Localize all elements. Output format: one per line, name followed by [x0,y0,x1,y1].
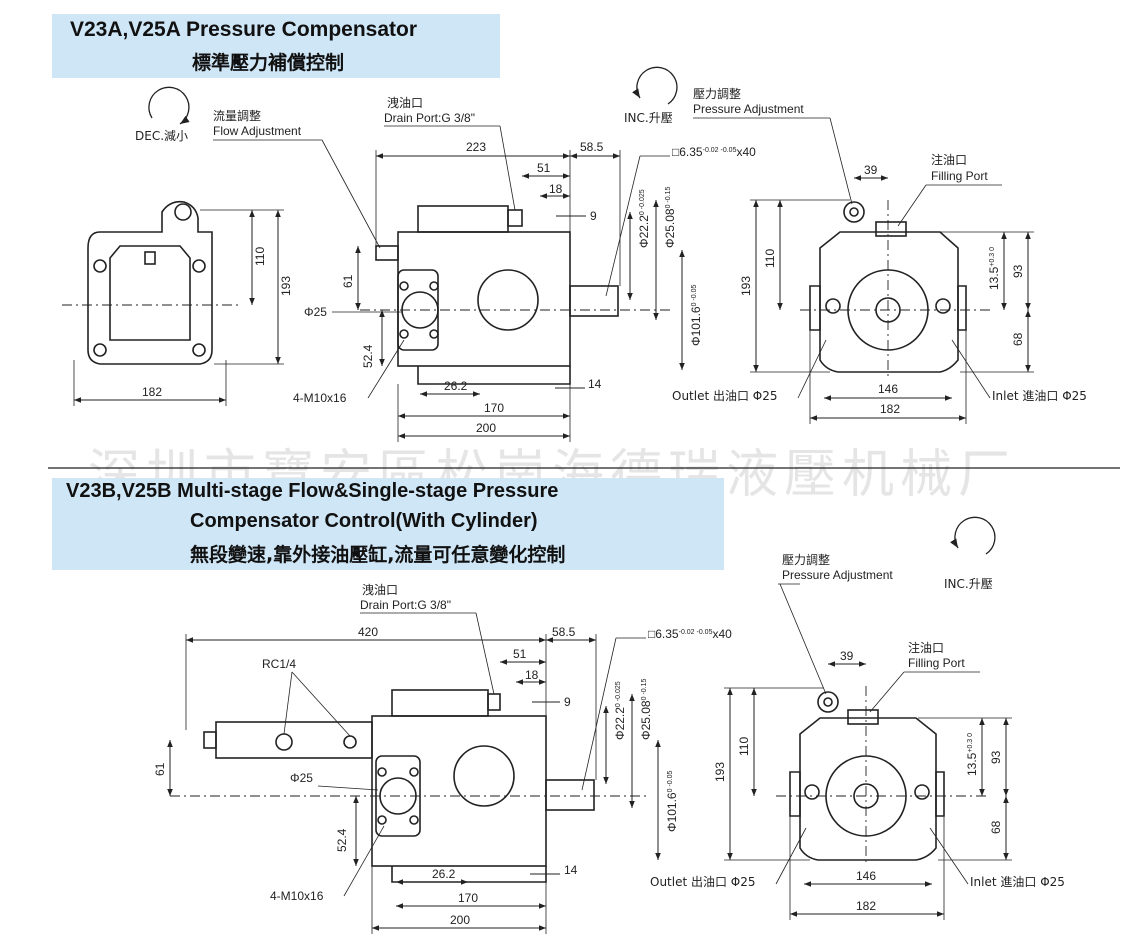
pressure-adj-zh-bottom: 壓力調整 [782,552,830,567]
dim-110-left: 110 [253,247,267,266]
dec-rotation-icon [148,86,190,125]
flow-adj-en: Flow Adjustment [213,124,302,138]
drain-en-bottom: Drain Port:G 3/8" [360,598,451,612]
outlet-label-bottom: Outlet 出油口 Φ25 [650,875,756,889]
bottom-title-line2: Compensator Control(With Cylinder) [190,510,538,532]
inc-rotation-icon-bottom [950,516,996,555]
flow-adj-zh: 流量調整 [213,108,261,123]
dim-58-5-bottom: 58.5 [552,625,576,639]
top-title-box: V23A,V25A Pressure Compensator 標準壓力補償控制 [52,14,500,78]
dim-52-4-bottom: 52.4 [335,828,349,852]
dim-18: 18 [549,182,563,196]
filling-zh-bottom: 注油口 [908,640,944,655]
dim-146-top: 146 [878,382,898,396]
bottom-title-line3: 無段變速,靠外接油壓缸,流量可任意變化控制 [190,544,566,566]
outlet-label-top: Outlet 出油口 Φ25 [672,389,778,403]
dim-bolts-bottom: 4-M10x16 [270,889,324,903]
drain-zh-bottom: 洩油口 [362,583,398,597]
dim-61: 61 [341,274,355,288]
key-size-bottom: □6.35-0.02 -0.05x40 [648,627,732,641]
dim-193-bottom: 193 [713,762,727,782]
pressure-adj-en-top: Pressure Adjustment [693,102,804,116]
dim-68-top: 68 [1011,332,1025,346]
dim-phi101-6-bottom: Φ101.60 -0.05 [665,770,679,832]
pressure-adj-en-bottom: Pressure Adjustment [782,568,893,582]
dim-200: 200 [476,421,496,435]
dim-170: 170 [484,401,504,415]
top-side-view [375,205,619,385]
dim-146-bottom: 146 [856,869,876,883]
dim-13-5-bottom: 13.5+0.3 0 [965,733,979,776]
dim-phi25-08-bottom: Φ25.080 -0.15 [639,678,653,740]
dim-26-2-bottom: 26.2 [432,867,456,881]
dim-182-right: 182 [880,402,900,416]
bottom-title-line1: V23B,V25B Multi-stage Flow&Single-stage … [66,480,559,502]
dim-170-bottom: 170 [458,891,478,905]
dim-193-left: 193 [279,276,293,296]
dim-61-bottom: 61 [153,762,167,776]
dim-200-bottom: 200 [450,913,470,927]
filling-en-bottom: Filling Port [908,656,965,670]
dim-phi22-2: Φ22.20 -0.025 [637,189,651,248]
inlet-label-top: Inlet 進油口 Φ25 [992,389,1087,403]
dim-52-4: 52.4 [361,344,375,368]
dim-193-right: 193 [739,276,753,296]
dim-51: 51 [537,161,551,175]
drain-zh-top: 洩油口 [387,96,423,110]
inc-label-bottom: INC.升壓 [944,577,993,591]
dim-phi101-6: Φ101.60 -0.05 [689,284,703,346]
pressure-adj-zh-top: 壓力調整 [693,86,741,101]
filling-en-top: Filling Port [931,169,988,183]
dim-bolts: 4-M10x16 [293,391,347,405]
bottom-rear-view [789,691,945,861]
dim-phi25: Φ25 [304,305,327,319]
bottom-title-box: V23B,V25B Multi-stage Flow&Single-stage … [52,478,724,570]
top-front-view [87,200,213,365]
dim-26-2: 26.2 [444,379,468,393]
dim-182-bottom: 182 [856,899,876,913]
dim-93-top: 93 [1011,264,1025,278]
dim-14: 14 [588,377,602,391]
dim-223: 223 [466,140,486,154]
inc-label-top: INC.升壓 [624,111,673,125]
dim-58-5: 58.5 [580,140,604,154]
top-title-en: V23A,V25A Pressure Compensator [70,18,418,41]
dim-13-5-top: 13.5+0.3 0 [987,247,1001,290]
dim-phi25-08: Φ25.080 -0.15 [663,186,677,248]
dim-51-bottom: 51 [513,647,527,661]
dim-39-bottom: 39 [840,649,854,663]
dim-14-bottom: 14 [564,863,578,877]
inlet-label-bottom: Inlet 進油口 Φ25 [970,875,1065,889]
dim-420: 420 [358,625,378,639]
dec-label: DEC.減小 [135,128,188,143]
filling-zh-top: 注油口 [931,152,967,167]
inc-rotation-icon-top [632,66,678,105]
dim-182-left: 182 [142,385,162,399]
dim-phi25-bottom: Φ25 [290,771,313,785]
dim-110-right: 110 [763,249,777,268]
top-title-zh: 標準壓力補償控制 [192,52,345,74]
dim-18-bottom: 18 [525,668,539,682]
bottom-side-view [203,689,595,883]
dim-phi22-2-bottom: Φ22.20 -0.025 [613,681,627,740]
dim-9: 9 [590,209,597,223]
key-size-top: □6.35-0.02 -0.05x40 [672,145,756,159]
dim-39-top: 39 [864,163,878,177]
dim-68-bottom: 68 [989,820,1003,834]
dim-93-bottom: 93 [989,750,1003,764]
drain-en-top: Drain Port:G 3/8" [384,111,475,125]
dim-9-bottom: 9 [564,695,571,709]
dim-110-bottom: 110 [737,737,751,756]
rc-label: RC1/4 [262,657,296,671]
